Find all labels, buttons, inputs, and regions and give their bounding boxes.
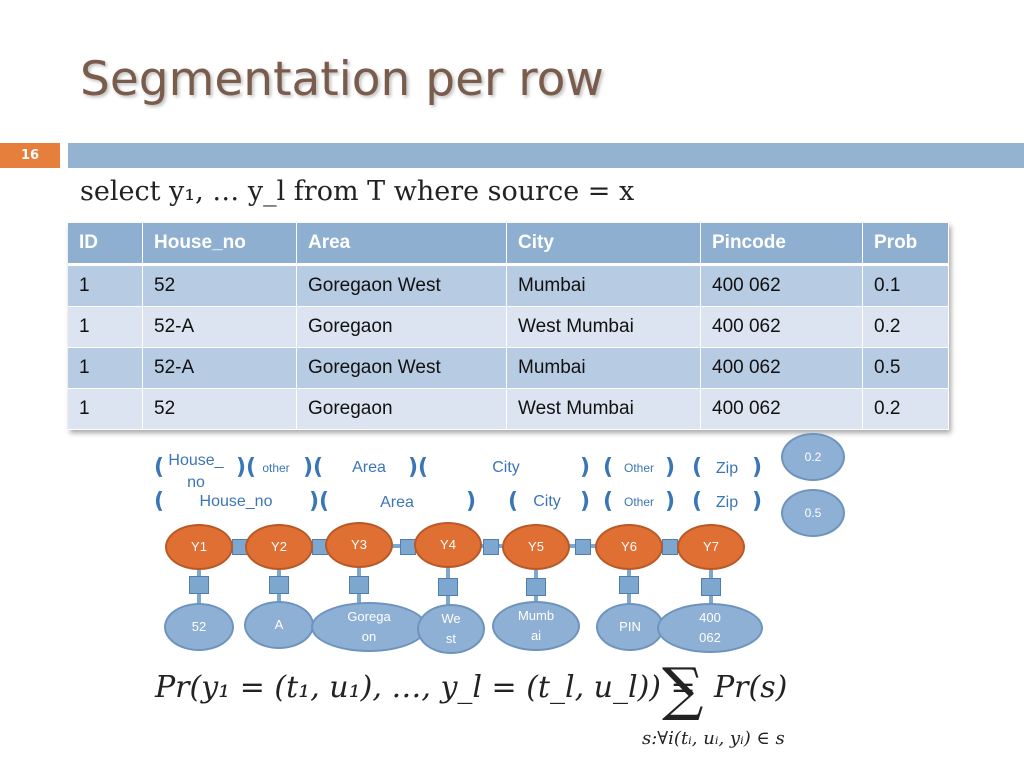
token-node: Gorega on (311, 602, 427, 652)
bracket-open: ( (603, 455, 614, 480)
bracket-close: ) (665, 489, 676, 514)
cell-city: Mumbai (506, 264, 701, 307)
query-text: select y₁, … y_l from T where source = x (80, 176, 635, 207)
table-row: 1 52-A Goregaon West Mumbai 400 062 0.5 (68, 347, 949, 389)
cell-house-no: 52 (142, 264, 297, 307)
bracket-close: ) (752, 489, 763, 514)
col-pincode: Pincode (700, 223, 863, 266)
cell-id: 1 (68, 264, 143, 307)
col-house-no: House_no (142, 223, 297, 266)
cell-pincode: 400 062 (700, 388, 863, 430)
factor-node (701, 578, 721, 596)
slide-title: Segmentation per row (80, 52, 604, 107)
probability-formula-lhs: Pr(y₁ = (t₁, u₁), …, y_l = (t_l, u_l)) = (155, 670, 696, 705)
cell-pincode: 400 062 (700, 306, 863, 348)
cell-house-no: 52-A (142, 306, 297, 348)
segment-area: Area (380, 494, 414, 511)
table-row: 1 52-A Goregaon West Mumbai 400 062 0.2 (68, 306, 949, 348)
bracket-open: ( (154, 489, 165, 514)
segment-other: Other (623, 495, 654, 509)
cell-prob: 0.2 (862, 388, 949, 430)
col-city: City (506, 223, 701, 266)
summation-subscript: s:∀i(tᵢ, uᵢ, yᵢ) ∈ s (642, 728, 785, 749)
factor-node (662, 539, 678, 555)
cell-area: Goregaon West (296, 264, 507, 307)
segment-house-no: House_no (199, 493, 273, 510)
factor-node (619, 576, 639, 594)
cell-prob: 0.5 (862, 347, 949, 389)
token-node: 52 (164, 603, 234, 651)
cell-prob: 0.1 (862, 264, 949, 307)
bracket-open: ( (508, 489, 519, 514)
col-area: Area (296, 223, 507, 266)
bracket-close: )( (408, 455, 429, 480)
label-node-y7: Y7 (677, 524, 745, 570)
probability-bubble: 0.2 (781, 433, 845, 481)
label-node-y1: Y1 (165, 524, 233, 570)
segment-house-no: House_ no (168, 452, 224, 491)
bracket-open: ( (692, 489, 703, 514)
cell-area: Goregaon (296, 306, 507, 348)
cell-city: West Mumbai (506, 388, 701, 430)
segment-zip: Zip (715, 494, 739, 511)
token-node: PIN (596, 603, 664, 651)
segment-city: City (492, 459, 520, 476)
token-node: Mumb ai (492, 601, 580, 651)
factor-node (349, 576, 369, 594)
slide-number: 16 (0, 143, 60, 168)
segment-other: Other (623, 461, 654, 475)
summation-symbol: ∑ (662, 655, 704, 723)
label-node-y6: Y6 (595, 524, 663, 570)
cell-pincode: 400 062 (700, 347, 863, 389)
segment-city: City (533, 493, 561, 510)
label-node-y4: Y4 (414, 522, 482, 568)
cell-area: Goregaon West (296, 347, 507, 389)
label-node-y2: Y2 (245, 524, 313, 570)
bracket-close: ) (665, 455, 676, 480)
bracket-close: )( (303, 455, 324, 480)
bracket-close: ) (580, 455, 591, 480)
table-header-row: ID House_no Area City Pincode Prob (68, 223, 949, 266)
col-id: ID (68, 223, 143, 266)
factor-node (269, 576, 289, 594)
factor-node (483, 539, 499, 555)
bracket-close: ) (752, 455, 763, 480)
cell-city: West Mumbai (506, 306, 701, 348)
segment-area: Area (352, 459, 386, 476)
factor-node (526, 578, 546, 596)
cell-house-no: 52 (142, 388, 297, 430)
bracket-close: )( (236, 455, 257, 480)
bracket-open: ( (603, 489, 614, 514)
cell-city: Mumbai (506, 347, 701, 389)
probability-formula-rhs: Pr(s) (714, 670, 788, 705)
token-node: 400 062 (657, 603, 763, 653)
cell-id: 1 (68, 347, 143, 389)
bracket-close: ) (466, 489, 477, 514)
factor-node (189, 576, 209, 594)
token-node: A (244, 601, 314, 649)
probability-bubble: 0.5 (781, 489, 845, 537)
factor-node (438, 578, 458, 596)
table-row: 1 52 Goregaon West Mumbai 400 062 0.1 (68, 264, 949, 307)
cell-house-no: 52-A (142, 347, 297, 389)
bracket-open: ( (154, 455, 165, 480)
cell-area: Goregaon (296, 388, 507, 430)
segment-zip: Zip (715, 460, 739, 477)
label-node-y3: Y3 (325, 522, 393, 568)
token-node: We st (417, 604, 485, 654)
table-row: 1 52 Goregaon West Mumbai 400 062 0.2 (68, 388, 949, 430)
bracket-close: ) (580, 489, 591, 514)
segmentation-table: ID House_no Area City Pincode Prob 1 52 … (68, 223, 949, 430)
header-bar (68, 143, 1024, 168)
segment-other: other (262, 461, 290, 475)
factor-node (575, 539, 591, 555)
cell-id: 1 (68, 306, 143, 348)
cell-pincode: 400 062 (700, 264, 863, 307)
cell-id: 1 (68, 388, 143, 430)
label-node-y5: Y5 (502, 524, 570, 570)
bracket-close: )( (309, 489, 330, 514)
col-prob: Prob (862, 223, 949, 266)
bracket-open: ( (692, 455, 703, 480)
cell-prob: 0.2 (862, 306, 949, 348)
